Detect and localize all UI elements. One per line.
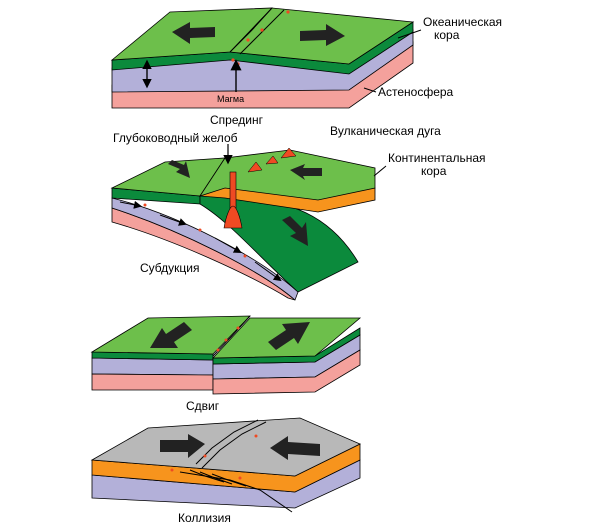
oceanic-crust-label-1: Океаническая [423,15,502,29]
magma-chamber [223,205,243,229]
subduction-arrow-continent [290,164,322,180]
magma-dot [260,28,264,32]
transform-block [90,315,362,395]
magma-dot [231,58,235,62]
collision-surface [90,417,361,477]
magma-dot [236,62,240,66]
collision-caption: Коллизия [178,511,231,525]
magma-dot [246,38,250,42]
continental-crust-label-2: кора [421,164,447,178]
subduction-arrow-oceanic [168,160,190,178]
oceanic-crust-label-2: кора [434,28,460,42]
magma-label: Магма [217,94,244,104]
subduction-block [110,144,376,301]
volcano [265,155,279,165]
transform-arrow-left [150,322,192,348]
subduction-arrow-slab [282,216,308,246]
spreading-block [110,7,415,109]
continental-crust-label-1: Континентальная [388,151,486,165]
spreading-caption: Спрединг [210,113,264,127]
subduction-caption: Субдукция [140,261,199,275]
asthenosphere-label: Астеносфера [378,85,454,99]
magma-dot [286,10,290,14]
volcanic-arc-label: Вулканическая дуга [330,124,441,138]
collision-block [90,417,361,513]
oceanic-crust-pointer [397,29,422,39]
spreading-arrow-right [300,24,345,46]
continental-plate-top [199,149,376,201]
continental-crust-pointer [373,165,387,177]
spreading-arrow-left [172,22,215,44]
collision-arrow-right [270,436,320,460]
volcano [247,161,263,173]
asthenosphere-pointer [363,87,377,93]
trench-label: Глубоководный желоб [113,131,238,145]
transform-caption: Сдвиг [186,399,220,413]
collision-arrow-left [160,434,205,458]
transform-arrow-right [268,322,310,350]
volcano [280,147,297,159]
